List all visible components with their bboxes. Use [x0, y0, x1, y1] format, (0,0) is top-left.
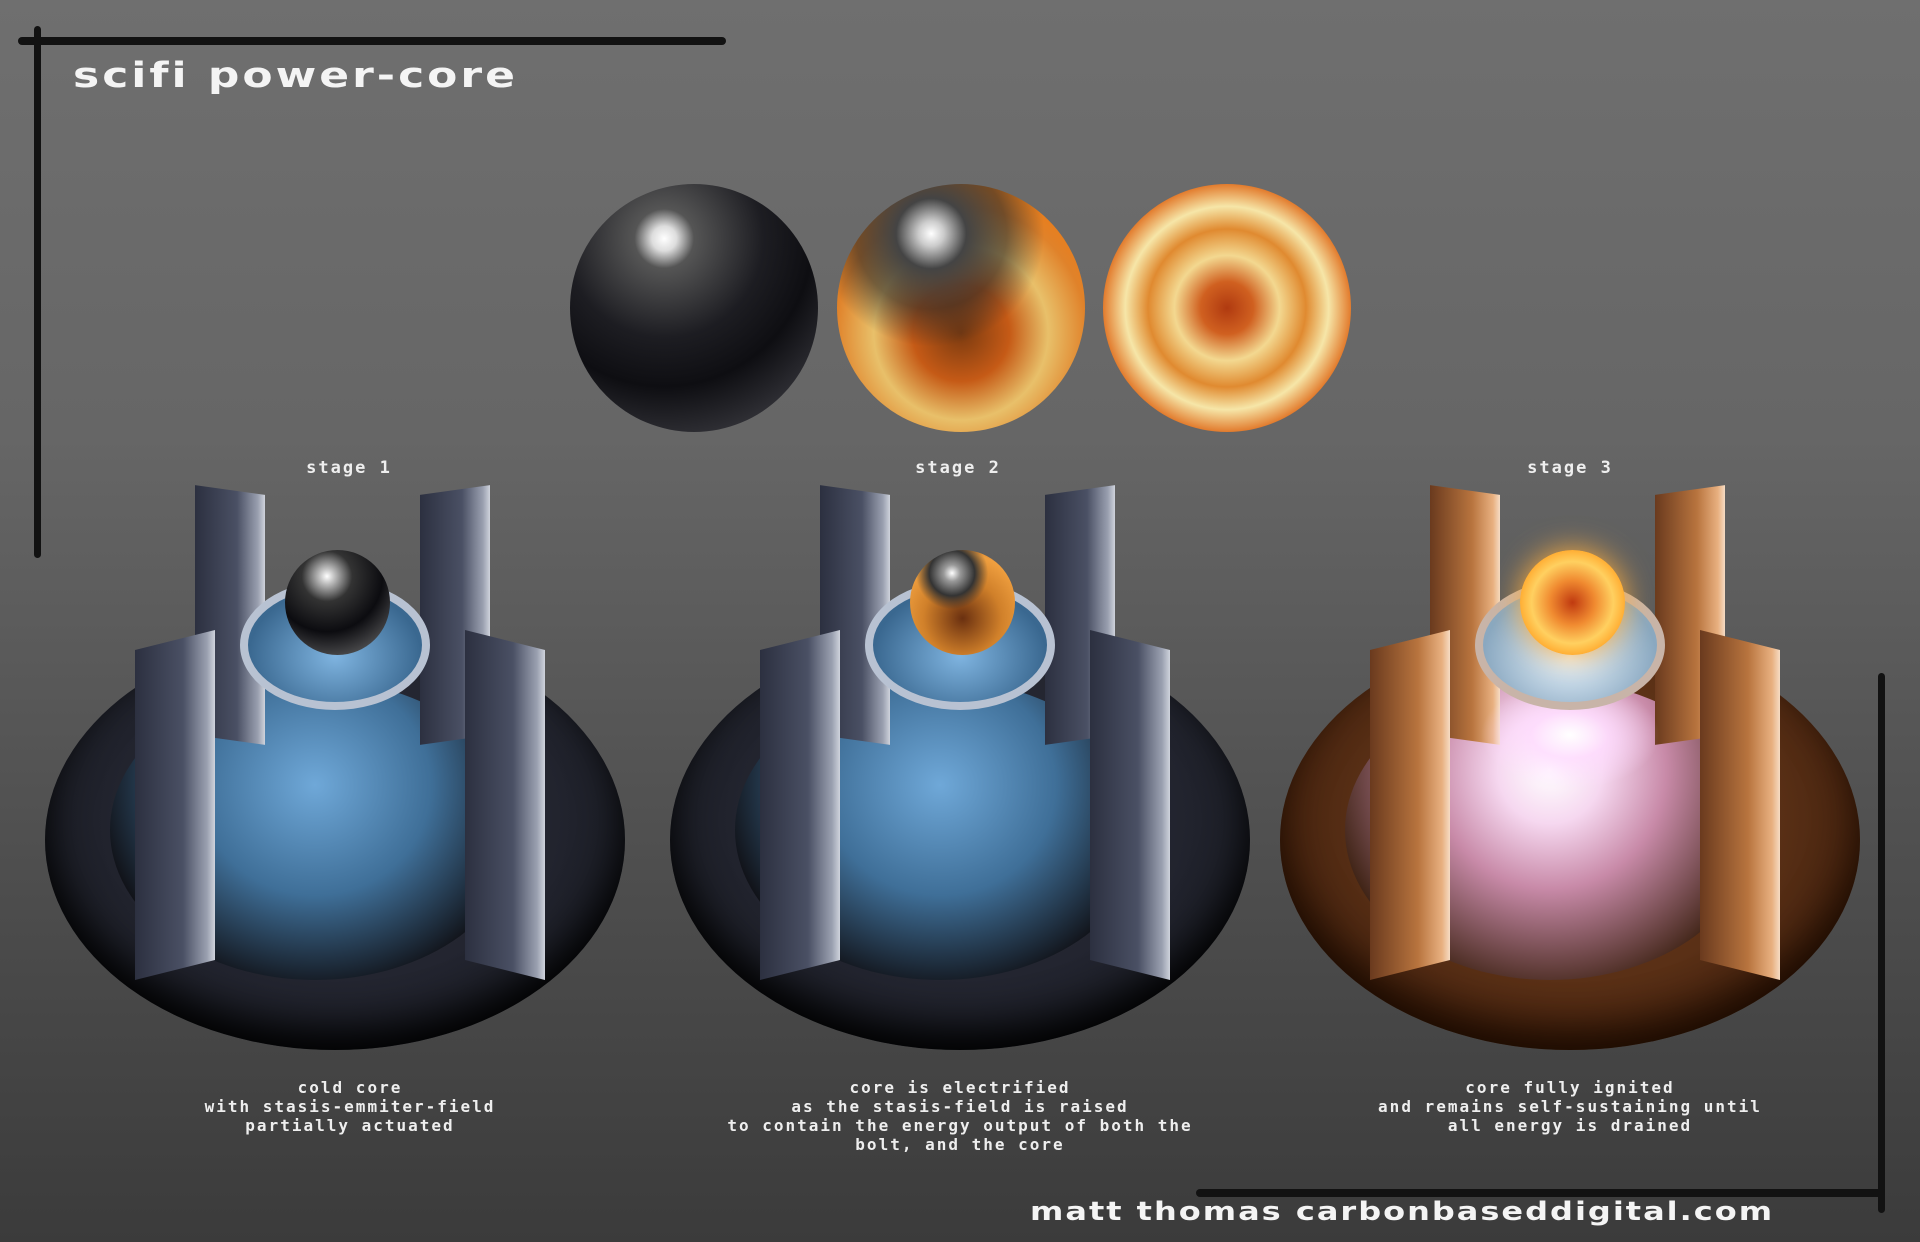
stage-2-pedestal-render	[650, 485, 1270, 1060]
stage-2-caption: core is electrified as the stasis-field …	[650, 1078, 1270, 1154]
caption-line: as the stasis-field is raised	[791, 1097, 1129, 1116]
caption-line: all energy is drained	[1447, 1116, 1693, 1135]
frame-bottom-line	[1196, 1189, 1884, 1197]
frame-right-line	[1878, 673, 1885, 1213]
electrified-core	[910, 550, 1015, 655]
fin-bottom-right	[1700, 630, 1780, 980]
fin-bottom-left	[1370, 630, 1450, 980]
stage-3-caption: core fully ignited and remains self-sust…	[1260, 1078, 1880, 1135]
author-credit: matt thomas carbonbaseddigital.com	[1030, 1196, 1775, 1227]
ignited-core	[1520, 550, 1625, 655]
caption-line: bolt, and the core	[855, 1135, 1065, 1154]
stage-1-caption: cold core with stasis-emmiter-field part…	[40, 1078, 660, 1135]
caption-line: core fully ignited	[1465, 1078, 1675, 1097]
fin-bottom-left	[760, 630, 840, 980]
stage-1-label: stage 1	[306, 458, 392, 478]
stage-1-pedestal-render	[25, 485, 645, 1060]
caption-line: to contain the energy output of both the	[727, 1116, 1193, 1135]
fin-bottom-right	[1090, 630, 1170, 980]
frame-left-line	[34, 26, 41, 558]
cold-core	[285, 550, 390, 655]
electrified-sphere-render	[837, 184, 1085, 432]
stage-2-label: stage 2	[915, 458, 1001, 478]
caption-line: cold core	[297, 1078, 403, 1097]
fin-bottom-right	[465, 630, 545, 980]
fin-bottom-left	[135, 630, 215, 980]
caption-line: with stasis-emmiter-field	[204, 1097, 496, 1116]
ignited-sphere-render	[1103, 184, 1351, 432]
page-title: scifi power-core	[73, 56, 518, 96]
frame-top-line	[18, 37, 726, 45]
caption-line: partially actuated	[245, 1116, 455, 1135]
caption-line: core is electrified	[849, 1078, 1071, 1097]
caption-line: and remains self-sustaining until	[1378, 1097, 1762, 1116]
stage-3-label: stage 3	[1527, 458, 1613, 478]
stage-3-pedestal-render	[1260, 485, 1880, 1060]
cold-sphere-render	[570, 184, 818, 432]
